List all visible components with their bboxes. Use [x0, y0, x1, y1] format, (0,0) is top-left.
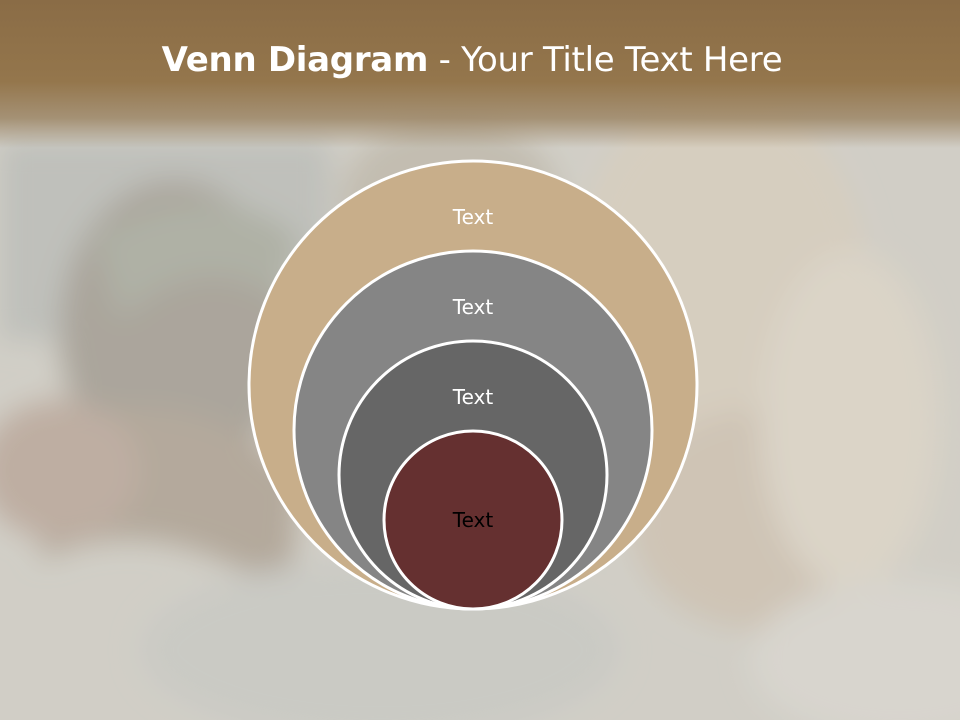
slide-title[interactable]: Venn Diagram - Your Title Text Here — [0, 40, 944, 80]
venn-circle-2-label: Text — [452, 295, 494, 319]
slide-title-rest: - Your Title Text Here — [428, 40, 783, 80]
venn-circle-1-label: Text — [452, 205, 494, 229]
slide-title-bold: Venn Diagram — [161, 40, 429, 80]
venn-circle-3-label: Text — [452, 385, 494, 409]
venn-circle-4-label: Text — [452, 508, 494, 532]
title-band — [0, 0, 960, 148]
venn-circle-4[interactable] — [382, 429, 564, 611]
